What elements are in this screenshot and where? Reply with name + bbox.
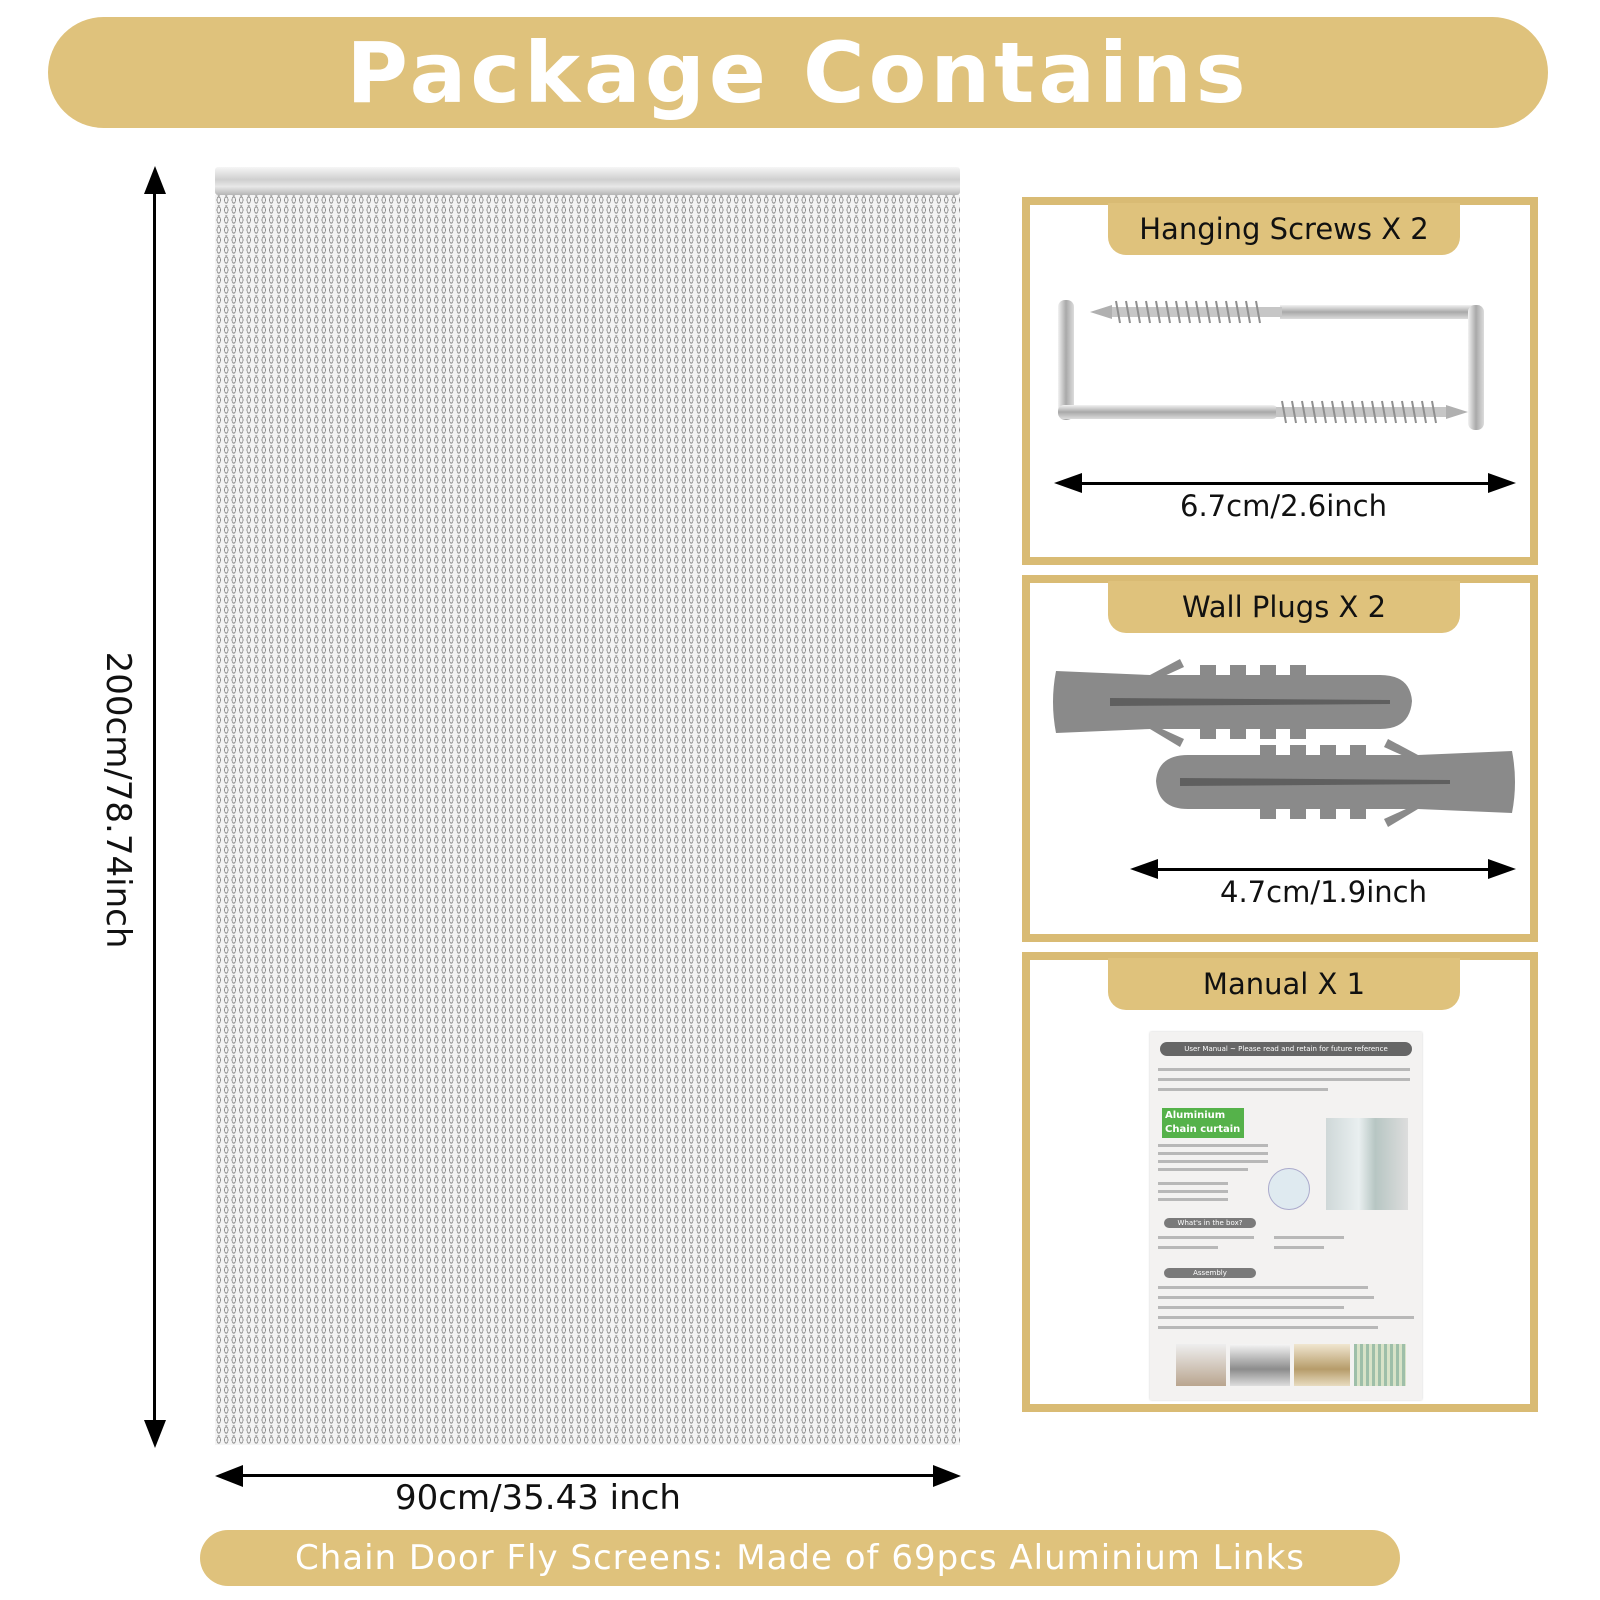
manual-header: User Manual ~ Please read and retain for… bbox=[1160, 1042, 1412, 1056]
screw-dimension-label: 6.7cm/2.6inch bbox=[1180, 489, 1387, 523]
text-line bbox=[1158, 1182, 1228, 1185]
text-line bbox=[1158, 1152, 1268, 1155]
step-photo bbox=[1294, 1344, 1350, 1386]
manual-label: Manual X 1 bbox=[1108, 958, 1460, 1010]
width-dimension-label: 90cm/35.43 inch bbox=[395, 1478, 681, 1518]
arrow-right-icon bbox=[1488, 473, 1516, 493]
footer-text: Chain Door Fly Screens: Made of 69pcs Al… bbox=[294, 1538, 1306, 1578]
text-line bbox=[1158, 1088, 1328, 1091]
curtain-photo bbox=[1326, 1118, 1408, 1210]
height-dimension-line bbox=[153, 182, 156, 1437]
manual-badge-line1: Aluminium bbox=[1165, 1110, 1226, 1121]
step-photo bbox=[1176, 1344, 1226, 1386]
curtain-rail bbox=[215, 167, 960, 195]
text-line bbox=[1158, 1160, 1268, 1163]
step-photo bbox=[1354, 1344, 1406, 1386]
manual-badge: Aluminium Chain curtain bbox=[1162, 1108, 1244, 1138]
arrow-left-icon bbox=[1054, 473, 1082, 493]
text-line bbox=[1158, 1326, 1378, 1329]
box-section-header: What's in the box? bbox=[1164, 1218, 1256, 1228]
page-title: Package Contains bbox=[346, 23, 1250, 122]
text-line bbox=[1158, 1306, 1344, 1309]
arrow-down-icon bbox=[144, 1420, 166, 1448]
step-photo bbox=[1230, 1344, 1290, 1386]
arrow-up-icon bbox=[144, 166, 166, 194]
arrow-left-icon bbox=[1130, 859, 1158, 879]
text-line bbox=[1158, 1246, 1218, 1249]
hanging-screws-label: Hanging Screws X 2 bbox=[1108, 203, 1460, 255]
title-banner: Package Contains bbox=[48, 17, 1548, 128]
wall-plugs-image bbox=[1053, 659, 1515, 827]
plug-dimension-line bbox=[1154, 868, 1496, 871]
wall-plugs-panel: Wall Plugs X 2 4.7cm/1.9inch bbox=[1022, 575, 1538, 942]
assembly-section-header: Assembly bbox=[1164, 1268, 1256, 1278]
text-line bbox=[1158, 1316, 1414, 1319]
footer-banner: Chain Door Fly Screens: Made of 69pcs Al… bbox=[200, 1530, 1400, 1586]
text-line bbox=[1158, 1296, 1374, 1299]
chain-detail-photo bbox=[1268, 1168, 1310, 1210]
text-line bbox=[1158, 1144, 1268, 1147]
text-line bbox=[1158, 1168, 1248, 1171]
width-dimension-line bbox=[233, 1474, 943, 1477]
text-line bbox=[1158, 1286, 1368, 1289]
text-line bbox=[1158, 1198, 1228, 1201]
arrow-right-icon bbox=[933, 1465, 961, 1487]
hanging-screws-image bbox=[1058, 300, 1484, 430]
chain-curtain-image bbox=[215, 195, 960, 1445]
text-line bbox=[1274, 1246, 1324, 1249]
wall-plugs-label: Wall Plugs X 2 bbox=[1108, 581, 1460, 633]
screw-dimension-line bbox=[1078, 482, 1496, 485]
hanging-screws-panel: Hanging Screws X 2 bbox=[1022, 197, 1538, 565]
arrow-left-icon bbox=[215, 1465, 243, 1487]
plug-dimension-label: 4.7cm/1.9inch bbox=[1220, 875, 1427, 909]
text-line bbox=[1158, 1068, 1410, 1071]
text-line bbox=[1158, 1236, 1254, 1239]
text-line bbox=[1274, 1236, 1344, 1239]
manual-image: User Manual ~ Please read and retain for… bbox=[1150, 1032, 1422, 1400]
text-line bbox=[1158, 1078, 1410, 1081]
arrow-right-icon bbox=[1488, 859, 1516, 879]
manual-panel: Manual X 1 User Manual ~ Please read and… bbox=[1022, 952, 1538, 1412]
text-line bbox=[1158, 1190, 1228, 1193]
height-dimension-label: 200cm/78.74inch bbox=[98, 651, 138, 949]
manual-badge-line2: Chain curtain bbox=[1165, 1124, 1241, 1135]
